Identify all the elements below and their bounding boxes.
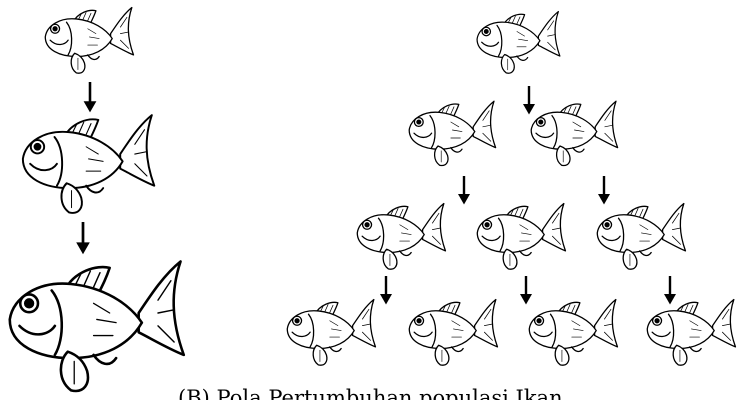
arrow-down-icon xyxy=(458,176,470,205)
fish-icon xyxy=(409,300,497,366)
fish-icon xyxy=(529,300,617,366)
fish-icon xyxy=(597,204,685,270)
fish-icon xyxy=(287,300,375,366)
fish-icon xyxy=(357,204,445,270)
fish-icon xyxy=(23,115,154,213)
arrow-down-icon xyxy=(520,276,532,305)
arrow-down-icon xyxy=(598,176,610,205)
arrow-down-icon xyxy=(523,86,535,115)
population-growth-diagram xyxy=(287,12,735,366)
arrow-down-icon xyxy=(380,276,392,305)
fish-icon xyxy=(477,204,565,270)
fish-icon xyxy=(409,101,495,165)
figure-caption: (B) Pola Pertumbuhan populasi Ikan xyxy=(178,386,598,400)
fish-icon xyxy=(647,300,735,366)
fish-icon xyxy=(477,12,560,74)
arrow-down-icon xyxy=(76,222,90,254)
arrow-down-icon xyxy=(84,82,97,112)
fish-icon xyxy=(10,261,184,391)
individual-growth-diagram xyxy=(10,8,184,391)
arrow-down-icon xyxy=(664,276,676,305)
fish-icon xyxy=(531,101,617,165)
fish-icon xyxy=(45,8,133,74)
